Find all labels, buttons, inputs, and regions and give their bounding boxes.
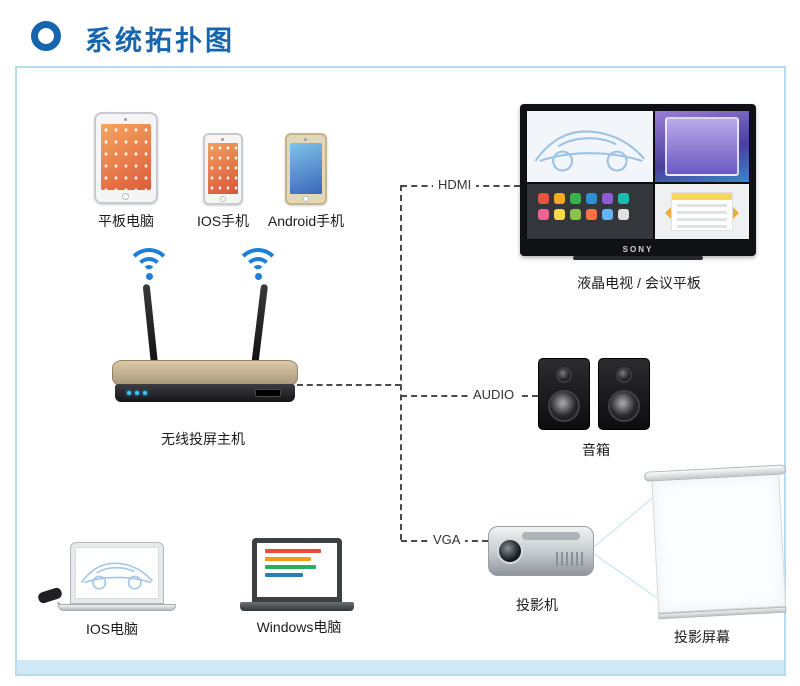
app-icon	[602, 208, 613, 220]
tablet-device	[94, 112, 158, 204]
label-tablet: 平板电脑	[98, 213, 154, 229]
projection-screen-device	[643, 464, 794, 631]
phone-camera-icon	[304, 138, 307, 141]
tablet-home-button-icon	[122, 193, 129, 200]
chart-row	[676, 210, 727, 214]
windows-laptop-display	[257, 543, 337, 597]
projection-screen-canvas	[651, 474, 787, 614]
router-front-panel	[115, 384, 295, 402]
projector-top-handle	[522, 532, 580, 540]
chart-row	[676, 217, 727, 221]
speaker-tweeter	[556, 367, 572, 383]
speaker-woofer	[548, 390, 580, 422]
app-icon	[538, 192, 549, 204]
label-tv: 液晶电视 / 会议平板	[577, 275, 701, 291]
app-icon	[554, 208, 565, 220]
wifi-dot	[146, 273, 153, 280]
macbook-base	[58, 604, 176, 611]
arrow-left-icon	[657, 204, 673, 221]
page-title: 系统拓扑图	[85, 26, 235, 56]
router-led-icon	[143, 391, 147, 395]
arrow-right-icon	[730, 204, 747, 221]
macbook-display	[75, 547, 159, 599]
projector-lens	[497, 538, 523, 564]
tv-quadrant-chart	[653, 182, 750, 240]
label-ios-phone: IOS手机	[196, 213, 250, 229]
wifi-arc	[252, 265, 264, 277]
phone-camera-icon	[221, 138, 224, 141]
tv-quadrant-car	[526, 110, 654, 183]
wifi-arc	[143, 265, 155, 277]
app-icon	[602, 192, 613, 204]
label-vga: VGA	[428, 532, 466, 547]
tv-quadrant-apps	[526, 182, 654, 240]
wifi-arc	[135, 257, 163, 285]
chart-header-bar	[671, 192, 732, 200]
label-ios-pc: IOS电脑	[85, 621, 139, 637]
router-led-icon	[135, 391, 139, 395]
speaker-left	[538, 358, 590, 430]
app-icon	[538, 208, 549, 220]
android-phone-screen	[290, 143, 322, 194]
screen-bar	[265, 549, 322, 553]
label-projector: 投影机	[516, 597, 558, 613]
line-trunk-vertical	[400, 185, 402, 540]
car-sketch-graphic	[534, 130, 646, 172]
speaker-tweeter	[616, 367, 632, 383]
windows-laptop-base	[240, 602, 354, 611]
router-led-icon	[127, 391, 131, 395]
wifi-arc	[244, 257, 272, 285]
app-icon	[570, 208, 581, 220]
label-hdmi: HDMI	[433, 177, 477, 192]
line-host-to-trunk	[297, 384, 401, 386]
ring-icon	[31, 21, 61, 51]
projector-vent	[556, 552, 584, 566]
app-icon	[618, 208, 629, 220]
app-icon	[570, 192, 581, 204]
wifi-signal-icon	[126, 248, 172, 280]
router-port-slot	[255, 389, 281, 397]
app-icon	[586, 192, 597, 204]
label-host: 无线投屏主机	[161, 431, 245, 447]
app-icon	[554, 192, 565, 204]
screen-bar	[265, 573, 304, 577]
chart-row	[676, 224, 727, 228]
mirrored-phone-frame	[664, 117, 739, 176]
panel-footer-strip	[17, 660, 784, 674]
label-audio: AUDIO	[468, 387, 520, 402]
tablet-camera-icon	[124, 118, 127, 121]
wifi-dot	[255, 273, 262, 280]
label-windows-pc: Windows电脑	[256, 619, 342, 635]
label-projection-screen: 投影屏幕	[674, 629, 730, 645]
macbook-screen	[70, 542, 164, 604]
tv-screen	[526, 110, 750, 240]
wifi-signal-icon	[235, 248, 281, 280]
wifi-arc	[235, 248, 281, 294]
app-icon	[586, 208, 597, 220]
chart-row	[676, 203, 727, 207]
label-speakers: 音箱	[582, 442, 610, 458]
tv-stand	[573, 256, 703, 260]
windows-laptop-screen	[252, 538, 342, 602]
tv-brand-logo: SONY	[622, 245, 654, 254]
router-top-panel	[112, 360, 298, 386]
screen-bar	[265, 565, 317, 569]
speaker-right	[598, 358, 650, 430]
chart-panel	[670, 191, 733, 231]
ios-phone-screen	[208, 143, 238, 194]
label-android-phone: Android手机	[267, 213, 345, 229]
phone-home-button-icon	[220, 196, 226, 202]
car-sketch-graphic	[80, 562, 154, 590]
ios-phone-device	[203, 133, 243, 205]
tv-device: SONY	[520, 104, 756, 256]
speaker-woofer	[608, 390, 640, 422]
tablet-screen	[101, 124, 151, 190]
screen-bar	[265, 557, 312, 561]
tv-quadrant-mobile-mirror	[653, 110, 750, 183]
app-icon	[618, 192, 629, 204]
wifi-arc	[126, 248, 172, 294]
android-phone-device	[285, 133, 327, 205]
phone-home-button-icon	[303, 196, 309, 202]
